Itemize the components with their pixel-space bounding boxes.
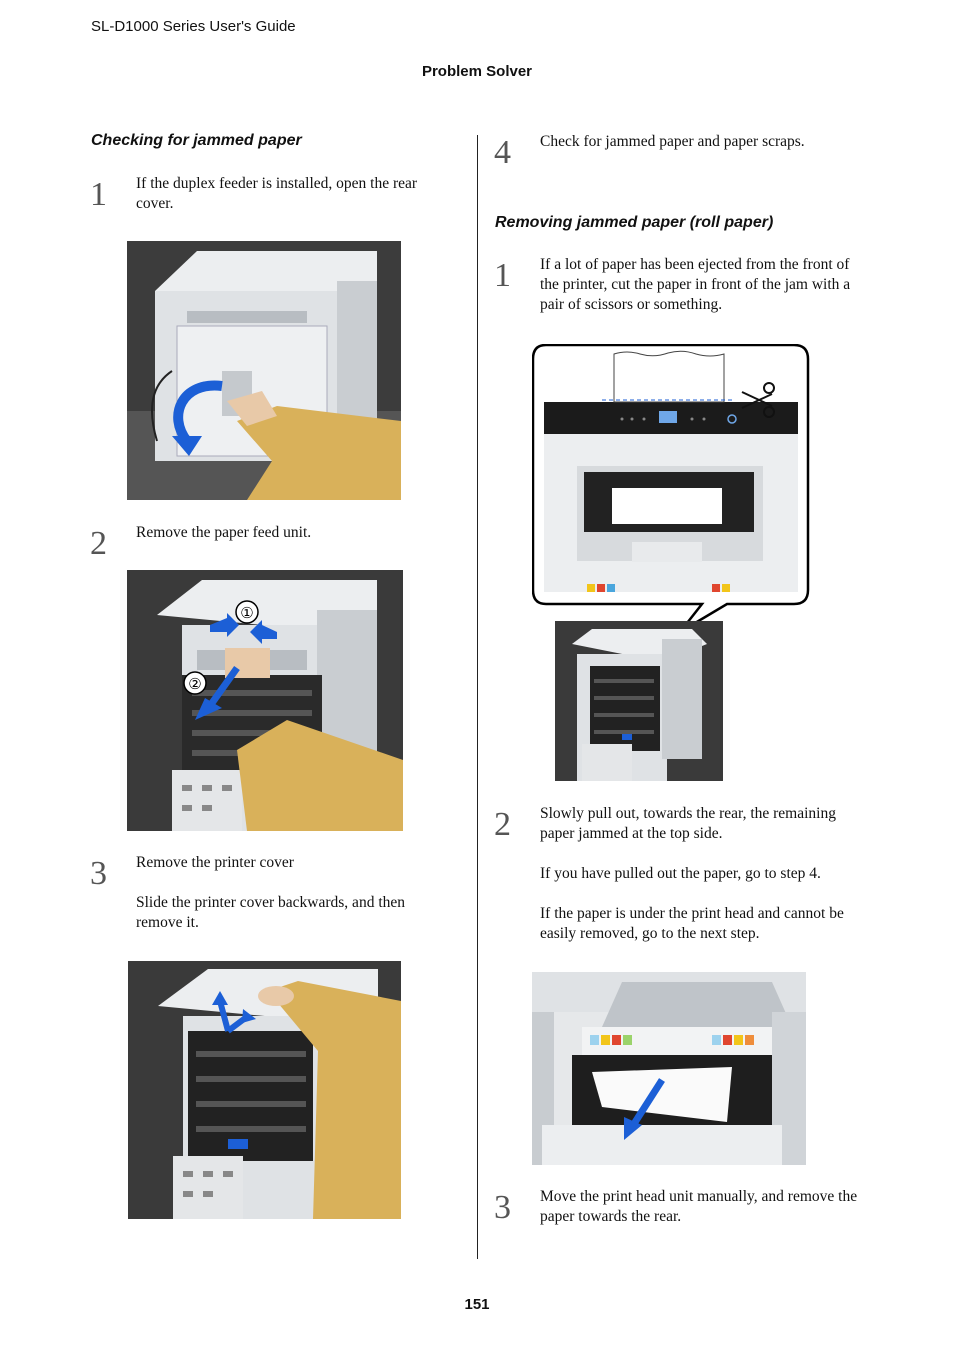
step-number: 2: [90, 525, 107, 562]
step-text: Move the print head unit manually, and r…: [540, 1188, 858, 1225]
heading-removing-jammed-roll-paper: Removing jammed paper (roll paper): [495, 214, 774, 231]
step-detail-text: Slide the printer cover backwards, and t…: [136, 894, 406, 931]
step-number: 2: [494, 806, 511, 843]
step-text: If a lot of paper has been ejected from …: [540, 256, 851, 313]
heading-checking-jammed-paper: Checking for jammed paper: [91, 132, 302, 149]
step-number: 4: [494, 134, 511, 171]
page-number: 151: [464, 1296, 490, 1313]
step-text: Slowly pull out, towards the rear, the r…: [540, 804, 870, 944]
illustration-cut-paper: [532, 344, 810, 782]
callout-1: ①: [240, 604, 253, 622]
step-number: 3: [494, 1189, 511, 1226]
step-text: If the duplex feeder is installed, open …: [136, 175, 418, 212]
step-note-text: If you have pulled out the paper, go to …: [540, 865, 821, 882]
photo-open-rear-cover: [127, 241, 401, 500]
step-number: 3: [90, 855, 107, 892]
photo-pull-out-jammed-paper: [532, 972, 806, 1165]
step-text: Remove the printer cover Slide the print…: [136, 853, 451, 933]
step-main-text: Remove the printer cover: [136, 854, 294, 871]
step-number: 1: [494, 257, 511, 294]
photo-remove-printer-cover: [128, 961, 401, 1219]
callout-2: ②: [188, 675, 201, 693]
step-text: Remove the paper feed unit.: [136, 524, 312, 541]
section-title: Problem Solver: [421, 63, 533, 80]
step-text: Check for jammed paper and paper scraps.: [540, 133, 805, 150]
step-note-text: If the paper is under the print head and…: [540, 905, 844, 942]
step-number: 1: [90, 176, 107, 213]
column-divider: [477, 135, 478, 1259]
step-main-text: Slowly pull out, towards the rear, the r…: [540, 805, 836, 842]
guide-title: SL-D1000 Series User's Guide: [91, 18, 296, 35]
photo-remove-paper-feed-unit: ① ②: [127, 570, 403, 831]
